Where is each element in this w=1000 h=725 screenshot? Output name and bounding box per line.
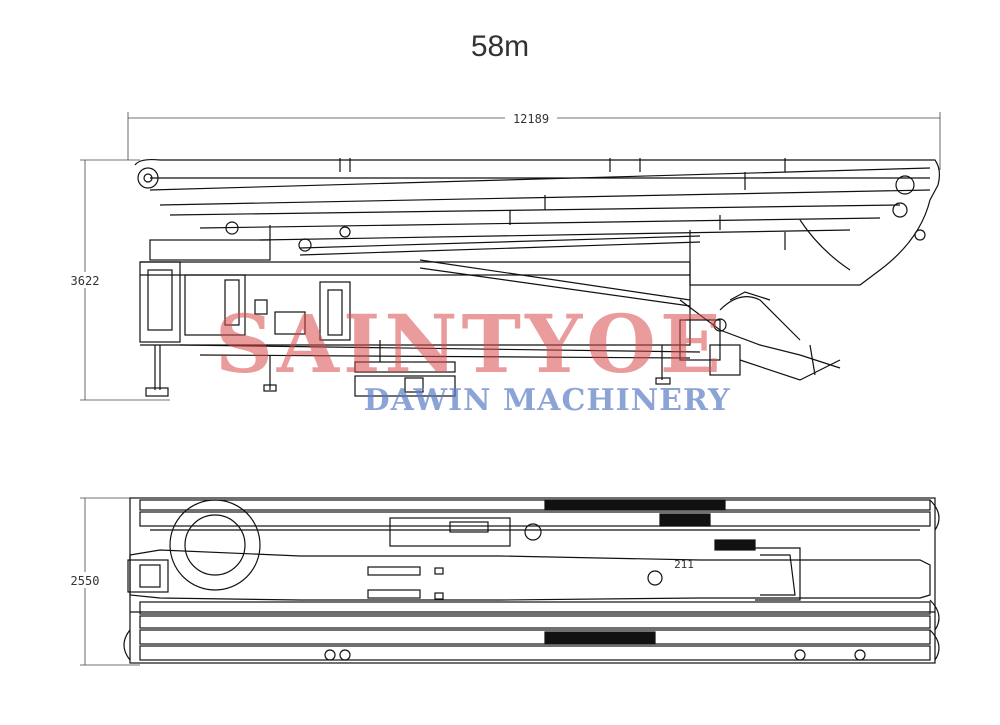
length-dimension-label: 12189 (513, 112, 549, 126)
watermark-subtitle: DAWIN MACHINERY (364, 383, 731, 418)
watermark: SAINTYOE DAWIN MACHINERY (215, 297, 731, 418)
width-dimension-label: 2550 (71, 574, 100, 588)
turret-and-frame (139, 239, 841, 397)
center-dimension-label: 211 (674, 558, 694, 571)
top-view (80, 497, 940, 666)
page-title: 58m (470, 30, 530, 63)
watermark-brand: SAINTYOE (215, 297, 725, 391)
side-view (80, 112, 941, 401)
dimension-labels: 12189 3622 2550 211 (64, 110, 694, 588)
boom-folded (134, 158, 941, 307)
height-dimension-label: 3622 (71, 274, 100, 288)
